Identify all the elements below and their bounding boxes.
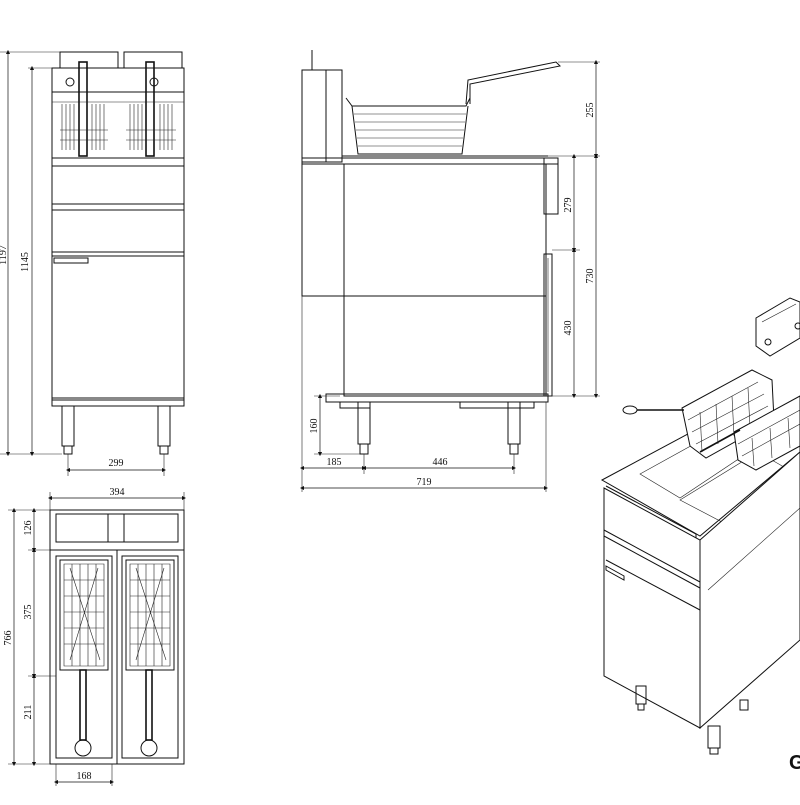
dim-side-body-height: 730 (585, 269, 596, 284)
dim-top-tank-width: 168 (77, 771, 92, 782)
dim-front-body-height: 1145 (20, 252, 31, 272)
dim-top-front-section: 211 (23, 705, 34, 720)
dim-side-total-depth: 719 (417, 477, 432, 488)
dim-top-total-depth: 766 (3, 631, 14, 646)
side-view: 255 279 730 430 160 185 446 719 (299, 50, 600, 492)
dim-top-total-width: 394 (110, 487, 125, 498)
dim-side-front-offset: 185 (327, 457, 342, 468)
dim-front-leg-span: 299 (109, 458, 124, 469)
dim-front-total-height: 1197 (0, 245, 9, 265)
dim-side-upper-panel: 279 (563, 198, 574, 213)
front-view: 1197 1145 299 (0, 49, 185, 476)
dim-side-leg-height: 160 (309, 419, 320, 434)
dim-side-leg-span: 446 (433, 457, 448, 468)
dim-top-rear-section: 126 (23, 521, 34, 536)
dim-top-basket-length: 375 (23, 605, 34, 620)
top-view: 394 126 375 211 766 168 (3, 487, 187, 786)
brand-logo-fragment: G (789, 752, 800, 774)
dim-side-basket-height: 255 (585, 103, 596, 118)
isometric-view (600, 297, 800, 755)
dim-side-door-height: 430 (563, 321, 574, 336)
